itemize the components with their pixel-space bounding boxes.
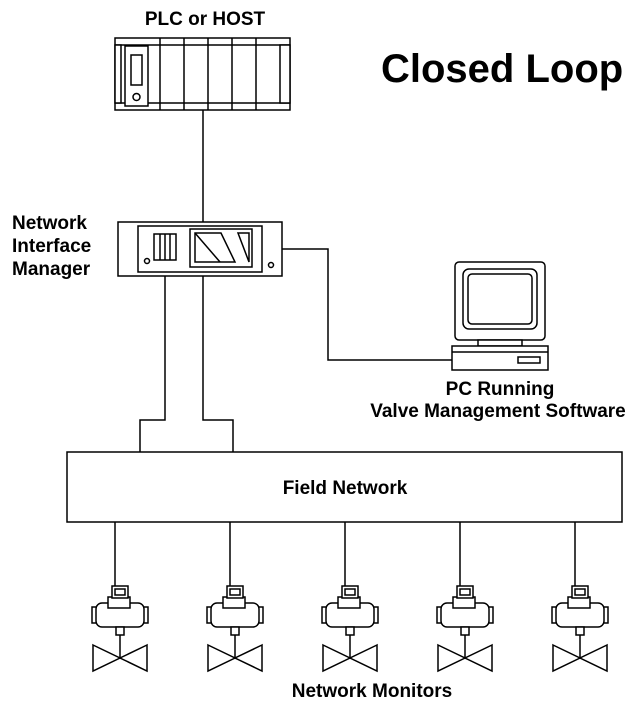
manager-to-pc-line [282,248,452,361]
manager-label-line-3: Manager [12,259,91,280]
network-monitors-label: Network Monitors [292,681,452,702]
field-network-box [66,451,623,523]
manager-to-field-network-line-b [202,276,234,452]
pc-monitor-screen [467,273,533,325]
plc-left-end-cap [114,44,122,104]
manager-left-screw [143,257,151,265]
actuator-yoke [575,626,585,636]
plc-rack-icon [114,37,291,111]
manager-label-line-1: Network [12,213,87,234]
valve-left-disc-icon [207,643,237,673]
valve-left-disc-icon [322,643,352,673]
monitor-terminal [344,588,356,596]
pc-monitor-neck [477,339,523,347]
valve-right-disc-icon [348,643,378,673]
pc-label-line-1: PC Running [446,379,555,400]
monitor-terminal [459,588,471,596]
monitor-terminal [574,588,586,596]
manager-display-left-mark [194,232,237,263]
valve-right-disc-icon [233,643,263,673]
pc-drive-slot [517,356,541,364]
plc-module-slot [130,54,143,86]
actuator-yoke [345,626,355,636]
valve-with-monitor-icon [206,585,264,673]
plc-module-led [132,92,141,102]
valve-right-disc-icon [463,643,493,673]
pc-workstation-icon [451,261,549,371]
manager-display-diagonal [194,232,221,263]
valve-with-monitor-icon [321,585,379,673]
valve-left-disc-icon [437,643,467,673]
network-monitors-group [91,522,609,673]
pc-label-line-2: Valve Management Software [370,401,626,422]
plc-right-end-cap [279,44,291,104]
monitor-terminal [114,588,126,596]
network-interface-manager-icon [117,221,283,277]
actuator-yoke [460,626,470,636]
field-network-label: Field Network [283,478,408,499]
valve-with-monitor-icon [551,585,609,673]
valve-with-monitor-icon [436,585,494,673]
monitor-terminal [229,588,241,596]
actuator-yoke [230,626,240,636]
manager-display-right-mark [236,232,250,263]
manager-right-screw [267,261,275,269]
manager-to-field-network-line-a [139,276,166,452]
valve-right-disc-icon [578,643,608,673]
host-label: PLC or HOST [145,9,266,30]
valve-with-monitor-icon [91,585,149,673]
manager-label-line-2: Interface [12,236,91,257]
diagram-title: Closed Loop [381,47,623,91]
valve-left-disc-icon [92,643,122,673]
valve-right-disc-icon [118,643,148,673]
valve-left-disc-icon [552,643,582,673]
actuator-yoke [115,626,125,636]
